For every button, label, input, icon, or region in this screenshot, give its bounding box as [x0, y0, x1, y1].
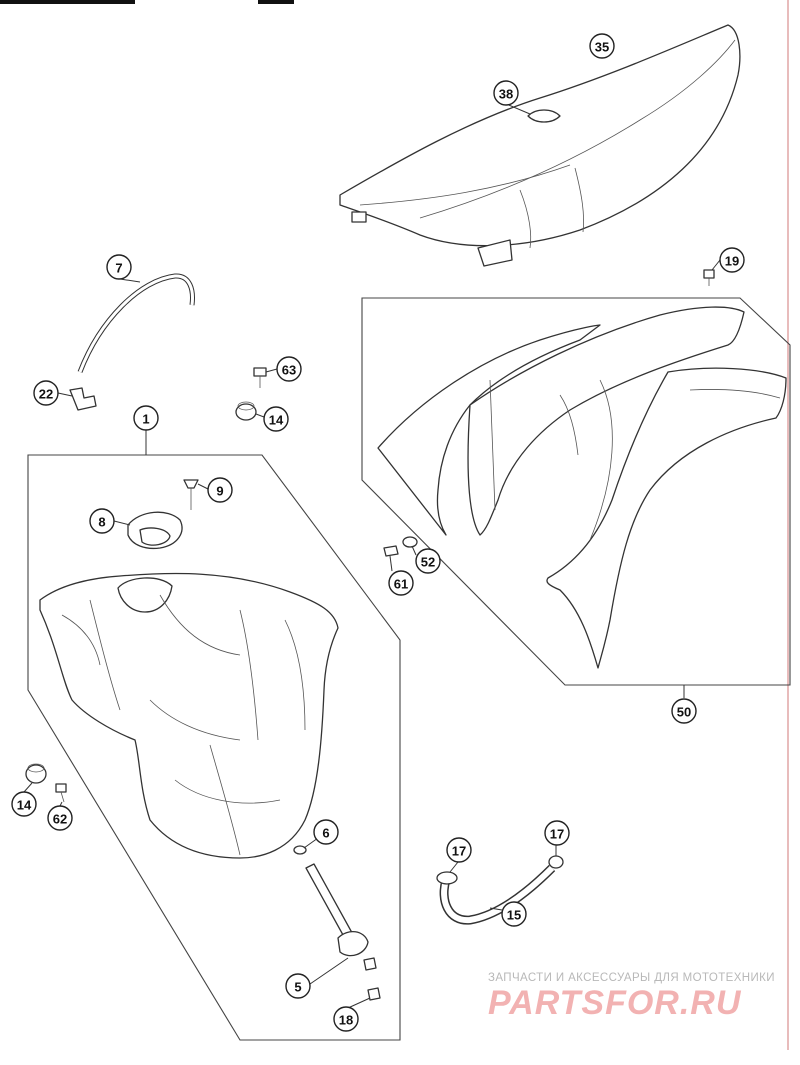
fuel-hose-part	[439, 864, 556, 925]
callout-61: 61	[388, 570, 414, 596]
elbow-fitting-part	[69, 387, 97, 411]
svg-text:19: 19	[725, 254, 739, 269]
svg-text:35: 35	[595, 40, 609, 55]
callout-15: 15	[501, 901, 527, 927]
callout-63: 63	[276, 356, 302, 382]
svg-text:15: 15	[507, 908, 521, 923]
svg-text:5: 5	[294, 980, 301, 995]
svg-text:7: 7	[115, 261, 122, 276]
bolt-part-63	[253, 367, 267, 388]
svg-text:52: 52	[421, 555, 435, 570]
washer-screw-part-52-61	[383, 536, 418, 557]
callout-52: 52	[415, 548, 441, 574]
svg-text:38: 38	[499, 87, 513, 102]
left-shroud-part	[377, 306, 745, 536]
watermark-logo-text: PARTSFOR.RU	[488, 984, 742, 1022]
callout-1: 1	[133, 405, 159, 431]
callout-5: 5	[285, 973, 311, 999]
watermark-caption: ЗАПЧАСТИ И АКСЕССУАРЫ ДЛЯ МОТОТЕХНИКИ	[488, 972, 775, 984]
svg-text:17: 17	[452, 844, 466, 859]
fuel-tank-assembly-frame	[27, 454, 401, 1041]
svg-text:62: 62	[53, 812, 67, 827]
callout-8: 8	[89, 508, 115, 534]
bushing-part-14-lower	[25, 763, 47, 784]
svg-text:1: 1	[142, 412, 149, 427]
hose-clamp-part-a	[436, 871, 458, 885]
svg-text:17: 17	[550, 827, 564, 842]
watermark-logo: PARTSFOR.RU	[488, 984, 742, 1022]
callout-50: 50	[671, 698, 697, 724]
fuel-tank-part	[39, 572, 339, 859]
radiator-shroud-assembly-frame	[361, 297, 791, 686]
callout-38: 38	[493, 80, 519, 106]
callout-17-right: 17	[544, 820, 570, 846]
svg-text:22: 22	[39, 387, 53, 402]
leader-lines	[23, 102, 721, 1009]
svg-text:6: 6	[322, 826, 329, 841]
svg-text:63: 63	[282, 363, 296, 378]
callout-7: 7	[106, 254, 132, 280]
callout-22: 22	[33, 380, 59, 406]
callout-17-left: 17	[446, 837, 472, 863]
callout-14-upper: 14	[263, 406, 289, 432]
callout-62: 62	[47, 805, 73, 831]
fuel-cap-part	[127, 511, 183, 550]
bolt-part-62	[55, 783, 67, 803]
callout-14-lower: 14	[11, 791, 37, 817]
svg-text:18: 18	[339, 1013, 353, 1028]
svg-text:50: 50	[677, 705, 691, 720]
svg-text:14: 14	[269, 413, 284, 428]
header-strip-2	[258, 0, 294, 4]
fuel-tap-part	[293, 845, 381, 1001]
right-shroud-part	[546, 367, 787, 669]
svg-text:8: 8	[98, 515, 105, 530]
screw-part-19	[703, 269, 715, 286]
callout-35: 35	[589, 33, 615, 59]
svg-text:14: 14	[17, 798, 32, 813]
callout-6: 6	[313, 819, 339, 845]
svg-text:9: 9	[216, 484, 223, 499]
callout-9: 9	[207, 477, 233, 503]
hose-clamp-part-b	[548, 855, 564, 869]
screw-part-9	[183, 479, 199, 510]
bushing-part-14-upper	[235, 401, 257, 421]
callout-19: 19	[719, 247, 745, 273]
svg-text:61: 61	[394, 577, 408, 592]
vent-hose-part	[77, 273, 195, 373]
seat-part	[339, 24, 741, 267]
callout-18: 18	[333, 1006, 359, 1032]
header-strip	[0, 0, 135, 4]
